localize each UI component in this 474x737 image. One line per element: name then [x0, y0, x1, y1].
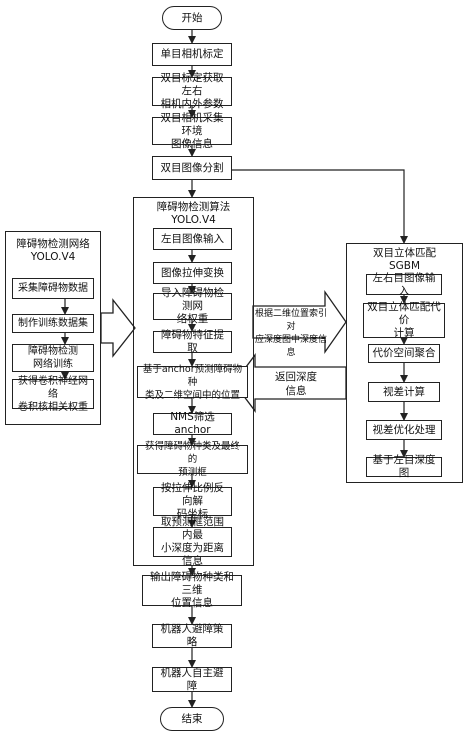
detection-step-label: 基于anchor预测障碍物种 类及二维空间中的位置 — [142, 363, 243, 401]
detection-step-label: 障碍物特征提取 — [161, 329, 224, 354]
detection-step-5: 基于anchor预测障碍物种 类及二维空间中的位置 — [137, 364, 248, 401]
auto-avoid-label: 机器人自主避障 — [160, 666, 224, 692]
stereo-step-label: 双目立体匹配代价 计算 — [367, 301, 441, 339]
stereo-calibration-label: 双目标定获取左右 相机内外参数 — [160, 72, 224, 110]
detection-step-label: 图像拉伸变换 — [161, 266, 224, 279]
auto-avoid-box: 机器人自主避障 — [152, 667, 232, 692]
detection-step-1: 左目图像输入 — [153, 228, 232, 250]
detection-title: 障碍物检测算法 YOLO.V4 — [156, 201, 231, 226]
segmentation-box: 双目图像分割 — [152, 156, 232, 180]
stereo-step-2: 双目立体匹配代价 计算 — [363, 301, 445, 339]
stereo-step-label: 视差优化处理 — [372, 423, 436, 436]
detection-step-label: 导入障碍物检测网 络权重 — [161, 287, 224, 325]
start-terminal: 开始 — [162, 6, 222, 30]
mono-calibration-box: 单目相机标定 — [152, 43, 232, 66]
detection-step-6: NMS筛选anchor — [153, 411, 232, 436]
capture-label: 双目相机采集环境 图像信息 — [160, 111, 224, 150]
detection-step-7: 获得障碍物种类及最终的 预测框 — [137, 441, 248, 478]
detection-step-3: 导入障碍物检测网 络权重 — [153, 287, 232, 325]
detection-step-label: 取预测框范围内最 小深度为距离信息 — [161, 516, 224, 567]
stereo-step-1: 左右目图像输入 — [366, 271, 442, 297]
stereo-step-4: 视差计算 — [368, 382, 440, 402]
detection-step-label: 左目图像输入 — [161, 232, 224, 245]
network-step-4: 获得卷积神经网络 卷积核相关权重 — [12, 376, 94, 413]
stereo-step-label: 基于左目深度图 — [372, 454, 436, 479]
return-depth-note: 返回深度 信息 — [275, 371, 317, 397]
network-step-3: 障碍物检测 网络训练 — [12, 344, 94, 372]
network-step-label: 制作训练数据集 — [18, 318, 88, 329]
end-terminal: 结束 — [160, 707, 224, 731]
network-title: 障碍物检测网络 YOLO.V4 — [16, 238, 90, 263]
capture-box: 双目相机采集环境 图像信息 — [152, 112, 232, 150]
detection-step-2: 图像拉伸变换 — [153, 262, 232, 284]
detection-step-4: 障碍物特征提取 — [153, 329, 232, 354]
detection-frame — [133, 197, 254, 566]
detection-step-8: 按拉伸比例反向解 码坐标 — [153, 482, 232, 520]
output-info-label: 输出障碍物种类和三维 位置信息 — [150, 571, 234, 609]
network-step-label: 障碍物检测 网络训练 — [28, 346, 78, 370]
detection-step-9: 取预测框范围内最 小深度为距离信息 — [153, 516, 232, 567]
segmentation-label: 双目图像分割 — [160, 161, 224, 174]
end-label: 结束 — [181, 712, 203, 725]
stereo-title: 双目立体匹配 SGBM — [373, 247, 436, 272]
network-step-1: 采集障碍物数据 — [12, 278, 94, 299]
mono-calibration-label: 单目相机标定 — [160, 48, 224, 60]
stereo-step-label: 视差计算 — [383, 385, 425, 398]
stereo-frame — [346, 243, 463, 483]
strategy-label: 机器人避障策略 — [160, 623, 224, 648]
stereo-step-label: 代价空间聚合 — [372, 347, 436, 359]
detection-step-label: NMS筛选anchor — [170, 411, 215, 436]
network-step-2: 制作训练数据集 — [12, 314, 94, 333]
output-info-box: 输出障碍物种类和三维 位置信息 — [142, 571, 242, 609]
stereo-step-3: 代价空间聚合 — [368, 344, 440, 363]
network-step-label: 获得卷积神经网络 卷积核相关权重 — [18, 375, 88, 413]
network-step-label: 采集障碍物数据 — [18, 283, 88, 294]
detection-step-label: 获得障碍物种类及最终的 预测框 — [144, 441, 240, 478]
detection-step-label: 按拉伸比例反向解 码坐标 — [161, 482, 224, 520]
stereo-calibration-box: 双目标定获取左右 相机内外参数 — [152, 72, 232, 110]
stereo-step-6: 基于左目深度图 — [366, 454, 442, 479]
stereo-step-5: 视差优化处理 — [366, 420, 442, 440]
strategy-box: 机器人避障策略 — [152, 623, 232, 648]
stereo-step-label: 左右目图像输入 — [372, 271, 436, 297]
network-frame — [5, 231, 101, 425]
index-depth-note: 根据二维位置索引对 应深度图中深度信息 — [255, 309, 328, 358]
start-label: 开始 — [181, 11, 203, 24]
